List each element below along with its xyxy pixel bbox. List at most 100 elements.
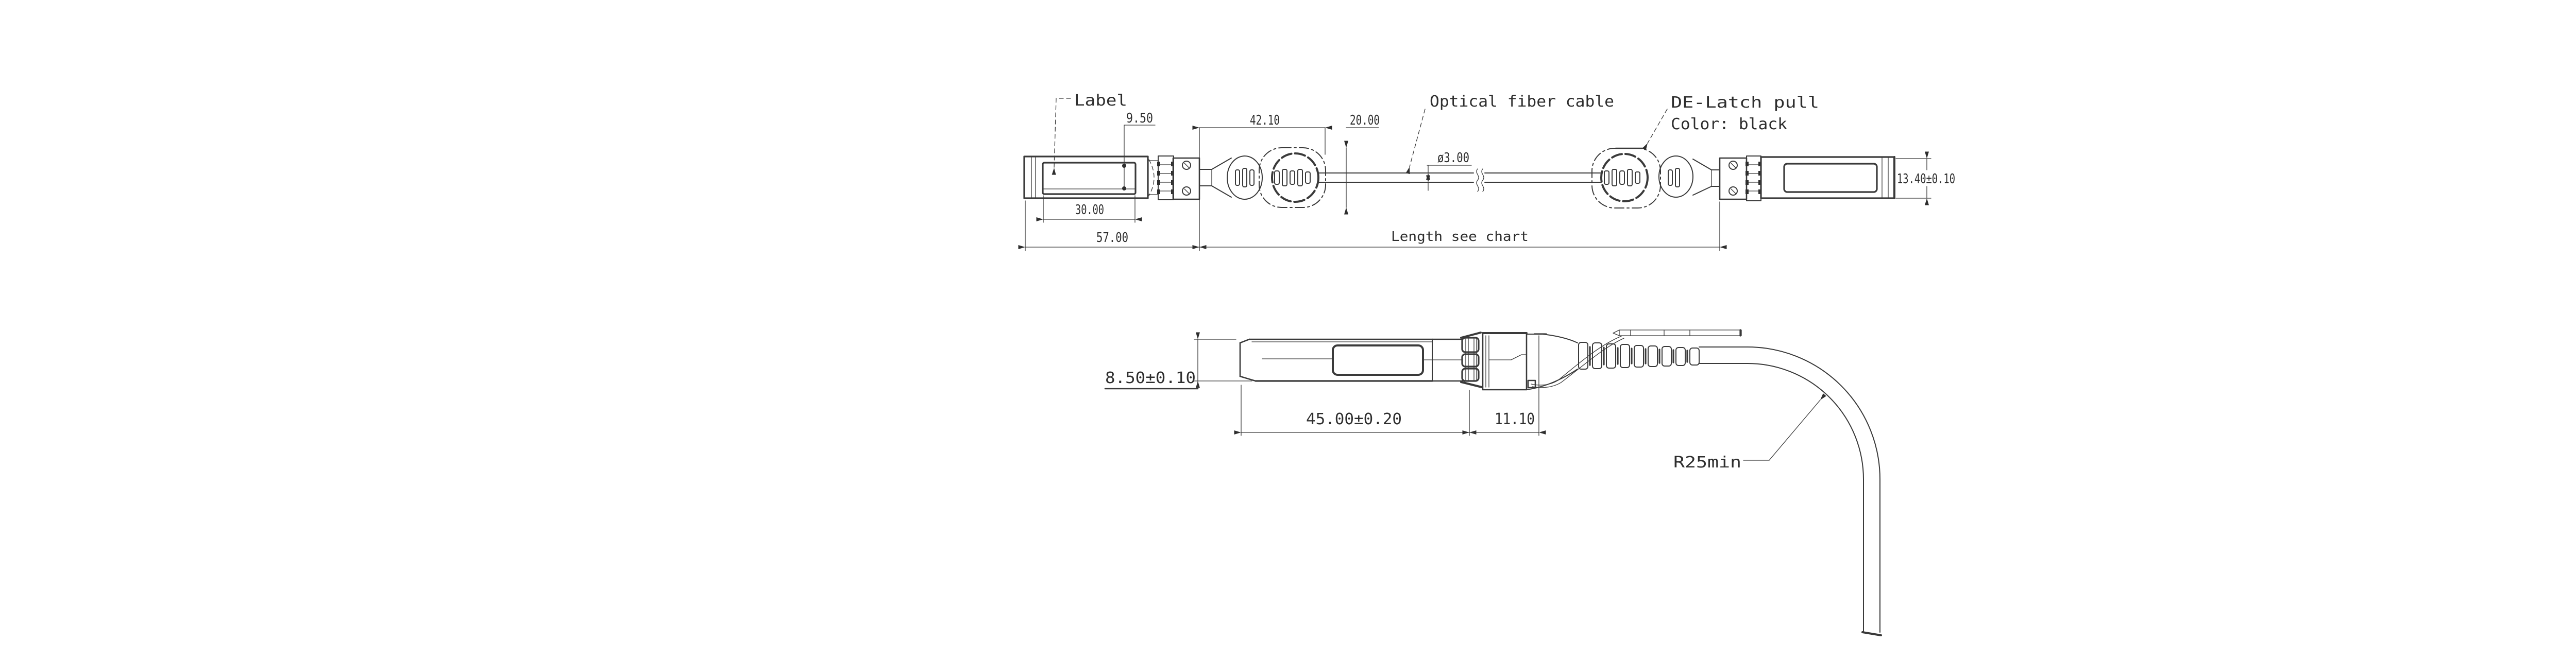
drawing-line (1604, 170, 1609, 185)
drawing-line (1157, 171, 1160, 176)
de-latch-color-text: Color: black (1671, 115, 1787, 133)
drawing-line (1122, 164, 1126, 168)
drawing-line (1758, 180, 1761, 185)
dim-13-40-text: 13.40±0.10 (1897, 171, 1955, 187)
latch-arm-left (1199, 155, 1263, 200)
drawing-line (1662, 346, 1672, 367)
drawing-line (1758, 189, 1761, 194)
drawing-line (1461, 337, 1480, 353)
dim-body-height: 8.50±0.10 (1104, 332, 1252, 390)
pull-tab (1531, 329, 1742, 388)
top-view: Label Optical fiber cable DE-Latch pull … (1018, 92, 1955, 251)
drawing-line (1675, 347, 1686, 366)
drawing-line (1242, 168, 1247, 187)
drawing-line (1747, 346, 1880, 633)
side-view: R25min 8.50±0.10 45.00±0.20 11.10 (1104, 329, 1882, 636)
drawing-line (1184, 188, 1190, 194)
bail-dashed (1148, 159, 1155, 196)
dim-57-00-text: 57.00 (1096, 230, 1128, 246)
drawing-line (1745, 180, 1749, 185)
drawing-line (1526, 334, 1578, 343)
drawing-line (1405, 109, 1426, 175)
side-boot-housing (1482, 332, 1578, 391)
drawing-line (1606, 343, 1616, 369)
drawing-line (1282, 169, 1287, 186)
ring-inner-right (1600, 153, 1649, 202)
label-callout-text: Label (1074, 92, 1127, 110)
drawing-line (1526, 369, 1578, 390)
drawing-line (1758, 162, 1761, 166)
drawing-line (1157, 162, 1160, 166)
ring-outer-left (1259, 147, 1326, 208)
ring-outer-right (1591, 148, 1661, 209)
drawing-line (1769, 393, 1826, 461)
emi-comb-right (1745, 155, 1761, 201)
screw-icon (1182, 186, 1191, 196)
drawing-line (1052, 98, 1057, 175)
drawing-line (1157, 180, 1160, 185)
dim-45-00-text: 45.00±0.20 (1306, 410, 1402, 428)
drawing-line (1627, 169, 1633, 186)
drawing-line (1122, 186, 1126, 190)
drawing-line (1297, 169, 1303, 186)
de-latch-pull-text: DE-Latch pull (1671, 94, 1819, 112)
drawing-line (1290, 170, 1295, 185)
drawing-line (1719, 157, 1748, 200)
left-connector-body (1023, 155, 1149, 199)
cable-break (1476, 168, 1479, 192)
callout-bend-radius: R25min (1673, 393, 1826, 472)
drawing-line (1612, 169, 1617, 186)
drawing-line (1692, 186, 1720, 196)
dim-label-width: 30.00 (1036, 195, 1142, 223)
drawing-line (1745, 171, 1749, 176)
drawing-line (1157, 189, 1160, 194)
drawing-line (1249, 169, 1255, 186)
right-connector (1760, 156, 1895, 199)
latch-arm-right (1658, 155, 1720, 198)
drawing-line (1648, 345, 1658, 367)
drawing-line (1731, 163, 1736, 168)
dim-ring-height: 20.00 (1344, 113, 1380, 215)
drawing-line (1199, 158, 1232, 170)
dim-label-offset: 9.50 (1122, 111, 1156, 190)
dim-length-see-chart-text: Length see chart (1391, 229, 1529, 245)
dim-11-10-text: 11.10 (1495, 410, 1535, 428)
drawing-line (1461, 368, 1480, 382)
screw-icon (1728, 161, 1738, 170)
drawing-line (1668, 169, 1673, 186)
callout-de-latch-pull: DE-Latch pull Color: black (1642, 94, 1819, 150)
drawing-line (1613, 329, 1620, 336)
dim-d3-00-text: ø3.00 (1437, 150, 1469, 166)
left-connector (1023, 155, 1159, 199)
drawing-line (1731, 188, 1736, 194)
latch-pivot-left (1227, 155, 1263, 200)
left-label-window (1042, 162, 1137, 195)
drawing-line (1172, 157, 1200, 200)
mounting-bracket-right (1719, 157, 1748, 200)
drawing-line (1635, 171, 1640, 184)
drawing-line (1747, 363, 1864, 633)
drawing-line (1274, 170, 1280, 185)
cable-end-cap (1861, 631, 1882, 636)
drawing-line (1482, 332, 1528, 391)
dim-30-00-text: 30.00 (1075, 202, 1104, 218)
drawing-line (1758, 171, 1761, 176)
drawing-line (1235, 169, 1240, 186)
delatch-ring-right (1591, 147, 1661, 209)
drawing-line (1578, 342, 1588, 370)
latch-pivot-right (1658, 155, 1693, 198)
strain-relief-ribs (1578, 342, 1700, 370)
drawing-line (1460, 381, 1483, 388)
dim-42-10-text: 42.10 (1250, 113, 1280, 128)
drawing-line (1305, 171, 1311, 184)
dim-cable-length: Length see chart (1192, 201, 1727, 251)
drawing-line (1488, 354, 1527, 360)
drawing-line (1619, 170, 1625, 185)
dim-9-50-text: 9.50 (1126, 111, 1153, 126)
dim-body-length: 45.00±0.20 (1234, 385, 1477, 436)
drawing-line (1745, 189, 1749, 194)
drawing-line (1592, 342, 1602, 369)
screw-icon (1182, 161, 1191, 170)
